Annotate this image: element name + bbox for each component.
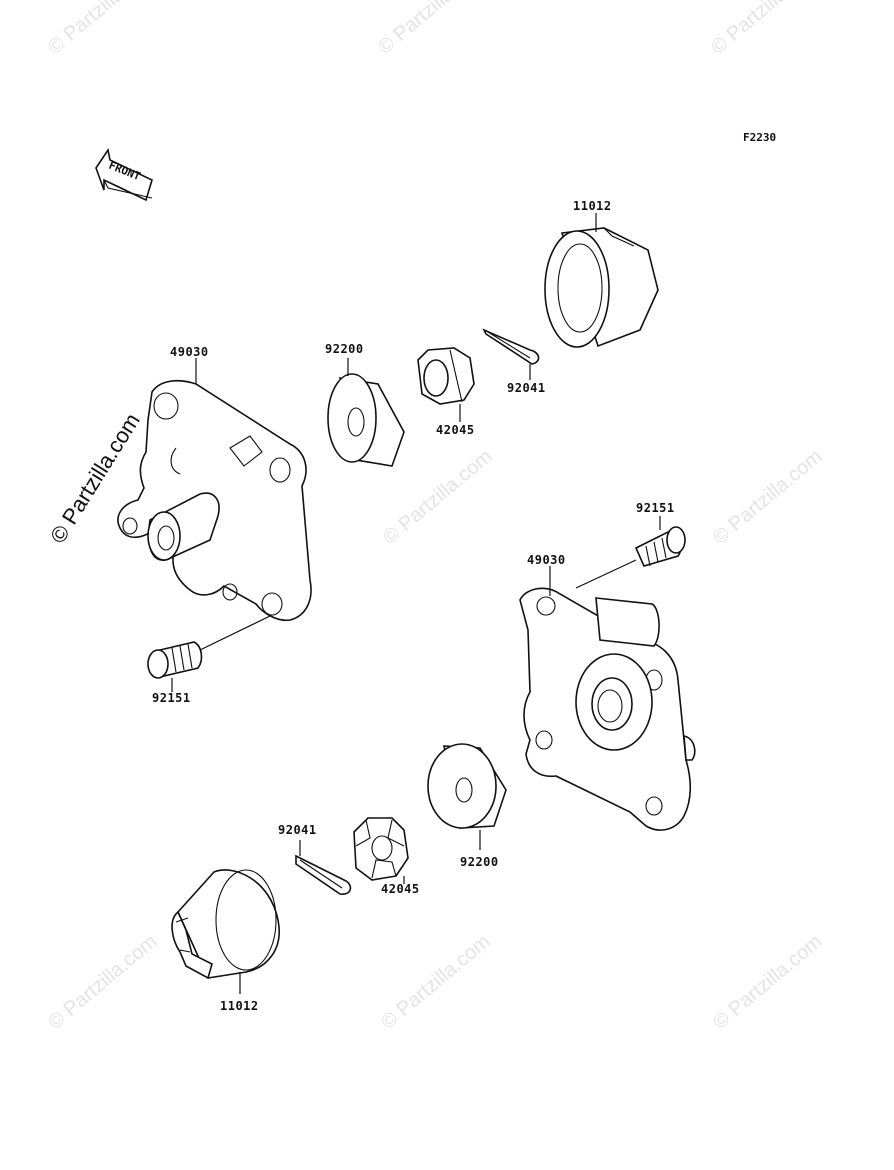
label-pin-lower: 92041 [278, 823, 317, 837]
front-arrow-icon: FRONT [95, 147, 153, 202]
cotter-pin-upper [482, 328, 540, 365]
label-cap-upper: 11012 [573, 199, 612, 213]
watermark: © Partzilla.com [709, 930, 826, 1033]
cotter-pin-lower [295, 854, 352, 895]
watermark: © Partzilla.com [379, 445, 496, 548]
label-nut-upper: 42045 [436, 423, 475, 437]
cap-lower [171, 869, 280, 980]
label-cap-lower: 11012 [220, 999, 259, 1013]
watermark: © Partzilla.com [44, 930, 161, 1033]
label-washer-lower: 92200 [460, 855, 499, 869]
label-bolt-left: 92151 [152, 691, 191, 705]
label-nut-lower: 42045 [381, 882, 420, 896]
label-hub-left: 49030 [170, 345, 209, 359]
washer-lower [427, 743, 507, 829]
label-pin-upper: 92041 [507, 381, 546, 395]
hub-left [117, 379, 312, 622]
diagram-code: F2230 [743, 131, 776, 144]
castle-nut-lower [353, 817, 409, 881]
label-bolt-right: 92151 [636, 501, 675, 515]
watermark: © Partzilla.com [44, 0, 161, 59]
cap-upper [544, 227, 659, 348]
watermark: © Partzilla.com [377, 930, 494, 1033]
watermark: © Partzilla.com [374, 0, 491, 59]
bolt-left [147, 641, 203, 679]
watermark: © Partzilla.com [709, 445, 826, 548]
castle-nut-upper [417, 347, 475, 405]
bolt-right [634, 526, 686, 567]
label-washer-upper: 92200 [325, 342, 364, 356]
label-hub-right: 49030 [527, 553, 566, 567]
watermark: © Partzilla.com [707, 0, 824, 59]
washer-upper [327, 373, 405, 467]
hub-right [519, 587, 696, 831]
